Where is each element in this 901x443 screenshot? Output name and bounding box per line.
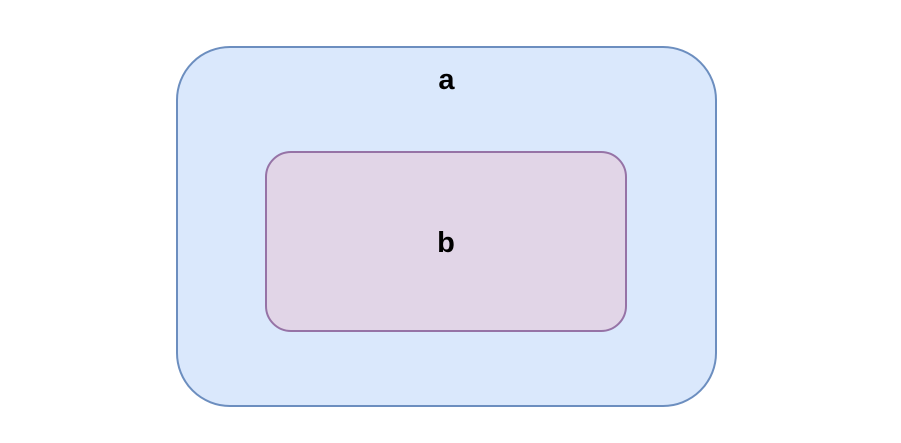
inner-box-label: b: [437, 227, 455, 259]
outer-box-label: a: [438, 64, 455, 96]
inner-box-b: [265, 151, 627, 332]
